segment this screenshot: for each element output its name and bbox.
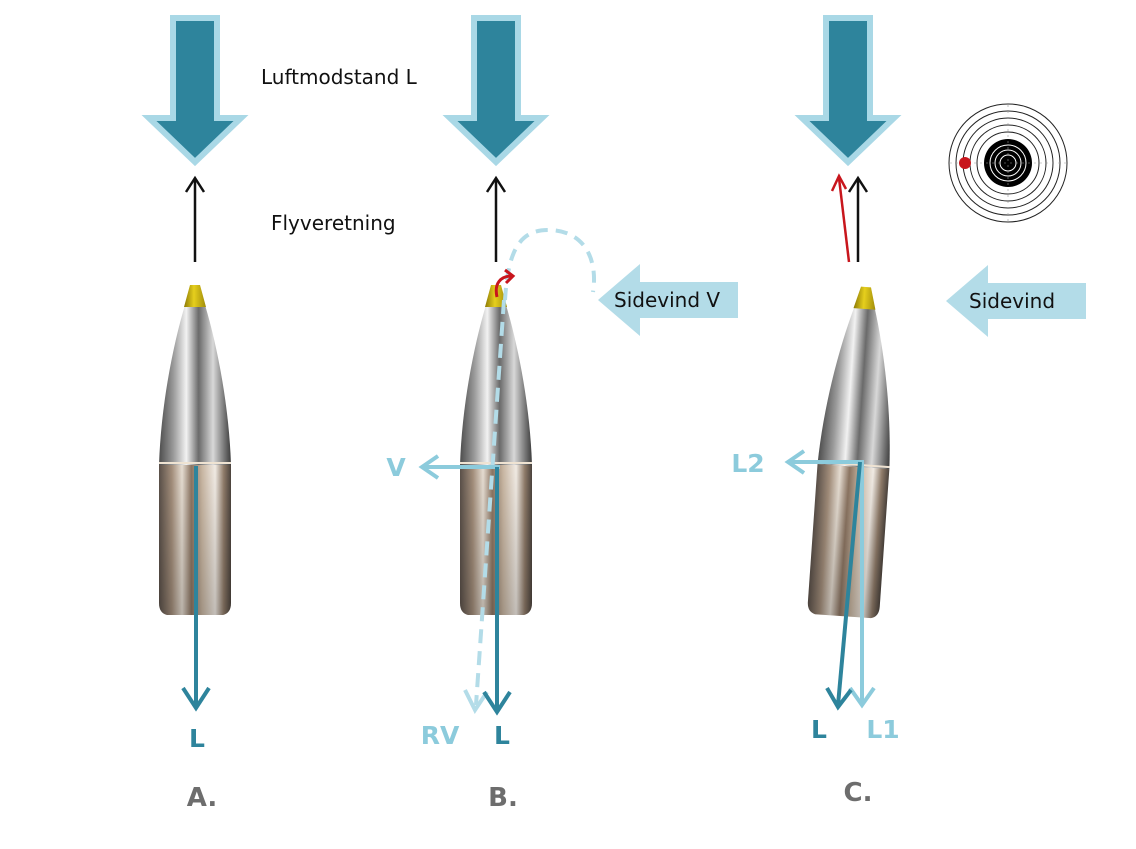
vector-label-drag: L	[494, 721, 510, 750]
crosswind-label: Sidevind V	[614, 288, 720, 312]
deflection-hook-icon	[494, 268, 516, 298]
flight-direction-arrow	[485, 175, 507, 262]
vector-label-drag: L	[189, 724, 205, 753]
panel-c: L2 L L1 Sidevind C.	[731, 18, 1086, 808]
resultant-vector-arrow	[463, 299, 506, 714]
flight-direction-label: Flyveretning	[271, 211, 396, 235]
crosswind-label: Sidevind	[969, 289, 1055, 313]
flight-direction-arrow	[184, 175, 206, 262]
bullet-impact-dot	[959, 157, 971, 169]
drag-arrow-icon	[149, 18, 241, 162]
deflected-direction-arrow	[830, 173, 851, 263]
panel-caption-c: C.	[844, 778, 873, 808]
target-bull	[984, 139, 1032, 187]
panel-b: V RV L Sidevind V B.	[386, 18, 738, 813]
drag-vector-arrow	[482, 467, 512, 716]
drag-vector-arrow	[825, 461, 862, 711]
panel-a: L A.	[149, 18, 241, 813]
axial-vector-arrow	[848, 462, 876, 709]
shooting-target-icon	[948, 103, 1068, 223]
panel-caption-a: A.	[187, 783, 217, 813]
drag-arrow-icon	[450, 18, 542, 162]
panel-caption-b: B.	[488, 783, 518, 813]
drag-arrow-icon	[802, 18, 894, 162]
vector-label-axial: L1	[866, 715, 899, 744]
vector-label-wind: V	[386, 453, 406, 482]
target-inner-ring	[994, 149, 1022, 177]
drag-vector-arrow	[181, 466, 211, 712]
bullet-icon	[806, 283, 903, 620]
flight-direction-arrow	[847, 175, 869, 262]
lateral-vector-arrow	[784, 449, 864, 475]
drag-label: Luftmodstand L	[261, 65, 418, 89]
vector-label-resultant: RV	[421, 721, 460, 750]
vector-label-lateral: L2	[731, 449, 764, 478]
target-ring	[976, 131, 1040, 195]
target-inner-ring	[989, 144, 1027, 182]
vector-label-drag: L	[811, 715, 827, 744]
wind-vector-arrow	[418, 454, 500, 480]
wind-flow-curve	[503, 227, 596, 301]
